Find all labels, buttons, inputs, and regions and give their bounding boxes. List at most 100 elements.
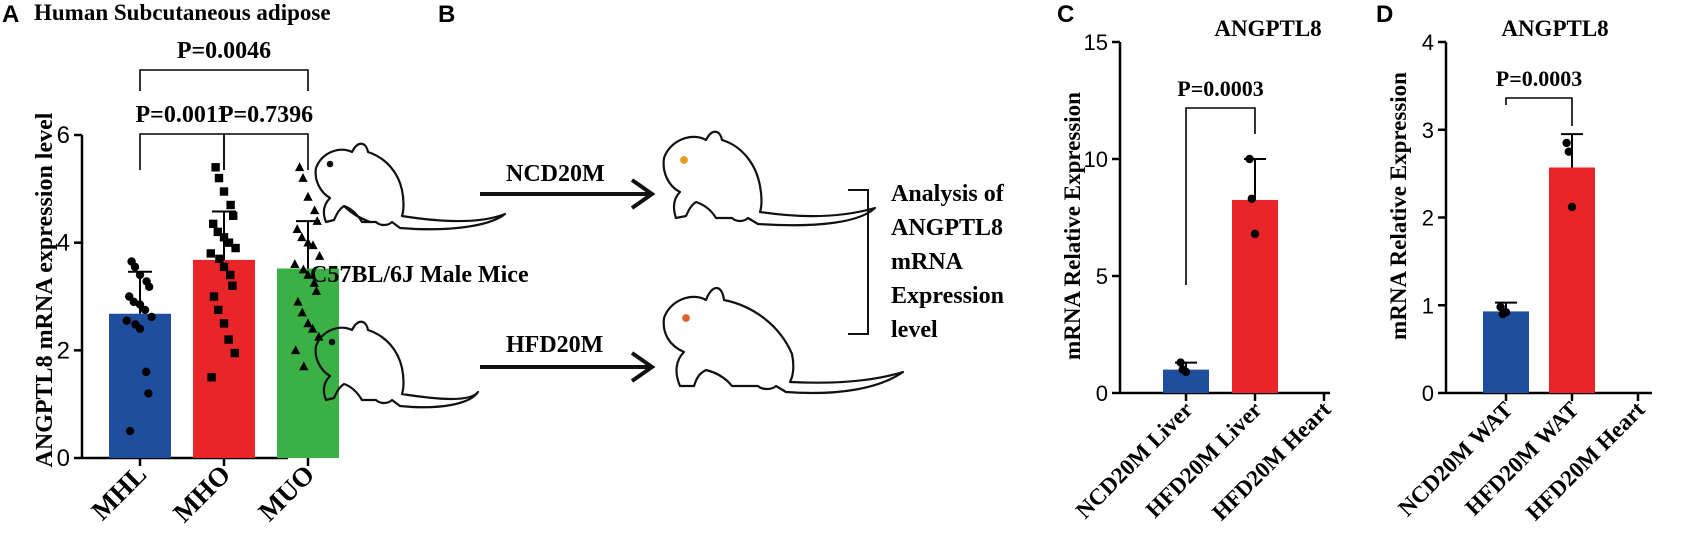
panel-a-point-mho-5: [229, 211, 238, 220]
panel-a-ylabel: ANGPTL8 mRNA expression level: [32, 112, 58, 467]
panel-a-point-muo-11: [290, 259, 300, 268]
panel-d-point-ncd20m-wat-3: [1501, 308, 1511, 317]
panel-c-ylabel: mRNA Relative Expression: [1060, 92, 1085, 360]
panel-a-point-mho-18: [219, 319, 229, 328]
panel-a-point-mho-20: [230, 348, 239, 358]
panel-a-point-mho-7: [213, 227, 222, 237]
panel-a-point-mhl-5: [145, 282, 154, 292]
panel-a-point-mho-12: [215, 254, 224, 264]
panel-d-comparison-bracket-1: [1505, 97, 1573, 126]
panel-a-point-mhl-13: [135, 324, 145, 333]
panel-a-point-mho-6: [209, 219, 218, 229]
panel-a-point-mho-16: [209, 292, 219, 301]
analysis-line-3: mRNA: [891, 249, 964, 275]
panel-d-x-label-hfd20m-wat: HFD20M WAT: [1460, 397, 1583, 520]
panel-a-point-mho-3: [219, 187, 229, 196]
panel-a-y-tick-label-4: 4: [57, 230, 70, 257]
panel-a-point-muo-18: [303, 318, 313, 328]
panel-a-bar-mho: [193, 259, 255, 458]
arrow-hfd-head: [630, 351, 656, 383]
panel-a-point-mhl-3: [135, 270, 145, 280]
panel-a-point-mho-15: [228, 281, 237, 290]
panel-a-point-mho-8: [219, 233, 229, 242]
panel-a-point-mho-9: [224, 238, 234, 247]
panel-a-point-muo-12: [298, 264, 309, 274]
panel-c-x-label-hfd20m-heart: HFD20M Heart: [1207, 397, 1336, 526]
arrow-hfd-label: HFD20M: [506, 332, 603, 358]
mouse-icon-left-bottom: [314, 320, 480, 409]
panel-a-x-label-mhl: MHL: [85, 459, 152, 526]
panel-a-point-mhl-15: [144, 389, 153, 398]
panel-d-y-tick-label-1: 1: [1422, 293, 1434, 318]
panel-d-x-label-ncd20m-wat: NCD20M WAT: [1393, 397, 1517, 521]
panel-a-point-mhl-8: [135, 300, 145, 309]
arrow-ncd-head: [630, 178, 656, 210]
panel-c-y-tick-label-10: 10: [1084, 147, 1108, 172]
panel-d-bar-hfd20m-wat: [1549, 167, 1595, 393]
panel-a-point-mho-4: [226, 200, 235, 210]
panel-a-point-mho-17: [214, 305, 223, 315]
arrow-ncd-label: NCD20M: [506, 161, 605, 187]
panel-a-point-mho-11: [206, 249, 215, 258]
panel-a-comparison-bracket-2: [223, 133, 309, 170]
panel-a-point-muo-13: [303, 269, 313, 279]
panel-c-bar-ncd20m-liver: [1163, 369, 1209, 393]
mouse-icon-left-top: [314, 142, 507, 231]
panel-a-y-tick-label-0: 0: [57, 445, 70, 472]
panel-c-comparison-label-1: P=0.0003: [1177, 76, 1263, 101]
mouse-icon-ncd: [662, 130, 877, 227]
panel-c-point-hfd20m-liver-2: [1247, 194, 1256, 203]
panel-d-y-tick-label-4: 4: [1422, 30, 1434, 55]
panel-a-comparison-label-2: P=0.7396: [219, 102, 313, 128]
panel-c-title: ANGPTL8: [1214, 16, 1321, 41]
panel-d-y-tick-label-3: 3: [1422, 118, 1434, 143]
panel-d-point-hfd20m-wat-3: [1567, 202, 1577, 212]
analysis-bracket: [848, 189, 869, 335]
panel-a-point-muo-4: [309, 205, 320, 215]
panel-d: D ANGPTL8 mRNA Relative Expression 01234…: [1376, 1, 1652, 525]
panel-c-bar-hfd20m-liver: [1232, 199, 1278, 393]
panel-a-letter: A: [2, 1, 19, 28]
panel-d-title: ANGPTL8: [1501, 16, 1608, 41]
panel-d-x-label-hfd20m-heart: HFD20M Heart: [1521, 397, 1650, 526]
panel-a-point-mho-21: [207, 373, 216, 382]
panel-a-point-muo-10: [314, 251, 325, 260]
panel-c-y-tick-label-0: 0: [1096, 381, 1108, 406]
mouse-icon-hfd: [662, 286, 905, 395]
panel-c-y-tick-label-15: 15: [1084, 30, 1108, 55]
panel-c-point-ncd20m-liver-3: [1181, 367, 1191, 377]
panel-c-letter: C: [1057, 1, 1074, 28]
panel-a-point-mhl-10: [147, 312, 156, 322]
analysis-line-2: ANGPTL8: [891, 215, 1003, 241]
panel-a-bar-muo: [277, 268, 339, 458]
panel-a-point-mhl-16: [125, 426, 135, 436]
panel-d-comparison-label-1: P=0.0003: [1496, 66, 1582, 91]
panel-a-point-muo-3: [303, 191, 313, 201]
panel-a-comparison-bracket-3: [139, 69, 309, 91]
panel-a-point-muo-15: [311, 286, 322, 295]
panel-d-point-hfd20m-wat-2: [1564, 147, 1573, 156]
panel-c-comparison-bracket-1: [1185, 107, 1256, 285]
panel-a-y-tick-label-6: 6: [57, 122, 70, 149]
panel-a-point-muo-21: [290, 345, 301, 355]
panel-a-point-muo-16: [293, 296, 303, 306]
panel-b: B C57BL/6J Male Mice NCD20M HFD20M: [310, 1, 1005, 409]
panel-d-point-ncd20m-wat-1: [1496, 302, 1505, 312]
analysis-line-4: Expression: [891, 283, 1004, 309]
analysis-line-1: Analysis of: [891, 181, 1005, 207]
panel-a-point-mhl-2: [130, 262, 140, 272]
panel-a-comparison-label-3: P=0.0046: [177, 38, 271, 64]
mice-label: C57BL/6J Male Mice: [310, 262, 529, 288]
panel-a-point-mho-14: [226, 270, 235, 280]
panel-a-point-mhl-9: [140, 305, 150, 315]
panel-a-point-mho-2: [214, 173, 224, 183]
panel-a-x-label-muo: MUO: [252, 459, 320, 527]
panel-a-point-muo-8: [303, 237, 313, 247]
panel-d-point-hfd20m-wat-1: [1562, 138, 1571, 148]
panel-a-comparison-label-1: P=0.0011: [135, 102, 228, 128]
panel-c: C ANGPTL8 mRNA Relative Expression 05101…: [1057, 1, 1336, 525]
panel-c-point-hfd20m-liver-3: [1250, 229, 1260, 239]
